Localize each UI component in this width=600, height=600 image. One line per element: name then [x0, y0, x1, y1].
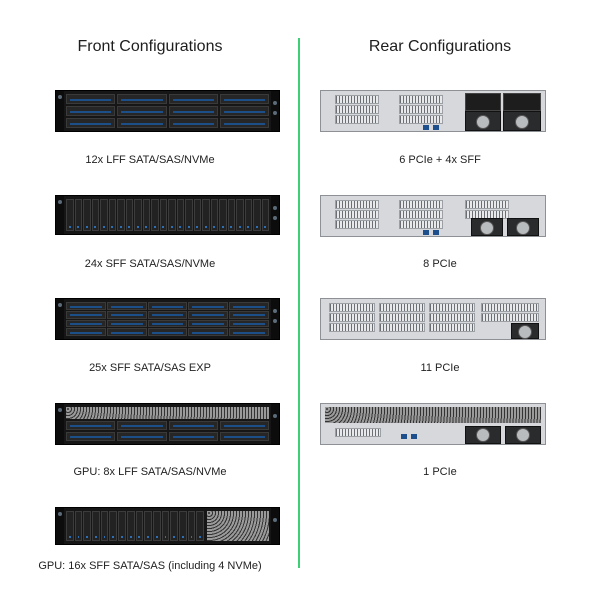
server-front-image: [55, 298, 280, 340]
caption-gpu-8-lff: GPU: 8x LFF SATA/SAS/NVMe: [73, 466, 227, 478]
caption-8-pcie: 8 PCIe: [423, 258, 457, 270]
caption-25-sff: 25x SFF SATA/SAS EXP: [89, 362, 211, 374]
rear-configurations-column: Rear Configurations 6 PCIe + 4x SFF: [300, 0, 600, 600]
rear-configurations-title: Rear Configurations: [368, 38, 512, 55]
server-front-image: [55, 507, 280, 545]
caption-24-sff: 24x SFF SATA/SAS/NVMe: [84, 258, 216, 270]
caption-12-lff: 12x LFF SATA/SAS/NVMe: [85, 154, 215, 166]
front-configurations-title: Front Configurations: [77, 38, 223, 55]
server-rear-image: [320, 403, 546, 445]
caption-6-pcie-4-sff: 6 PCIe + 4x SFF: [399, 154, 481, 166]
server-front-image: [55, 195, 280, 235]
server-rear-image: [320, 90, 546, 132]
front-configurations-column: Front Configurations 12x LFF SATA/SAS/NV…: [38, 38, 280, 572]
server-front-image: [55, 403, 280, 445]
caption-11-pcie: 11 PCIe: [420, 362, 460, 374]
caption-gpu-16-sff: GPU: 16x SFF SATA/SAS (including 4 NVMe): [38, 560, 262, 572]
server-front-image: [55, 90, 280, 132]
server-rear-image: [320, 195, 546, 237]
server-rear-image: [320, 298, 546, 340]
caption-1-pcie: 1 PCIe: [423, 466, 457, 478]
column-divider: [298, 38, 300, 568]
